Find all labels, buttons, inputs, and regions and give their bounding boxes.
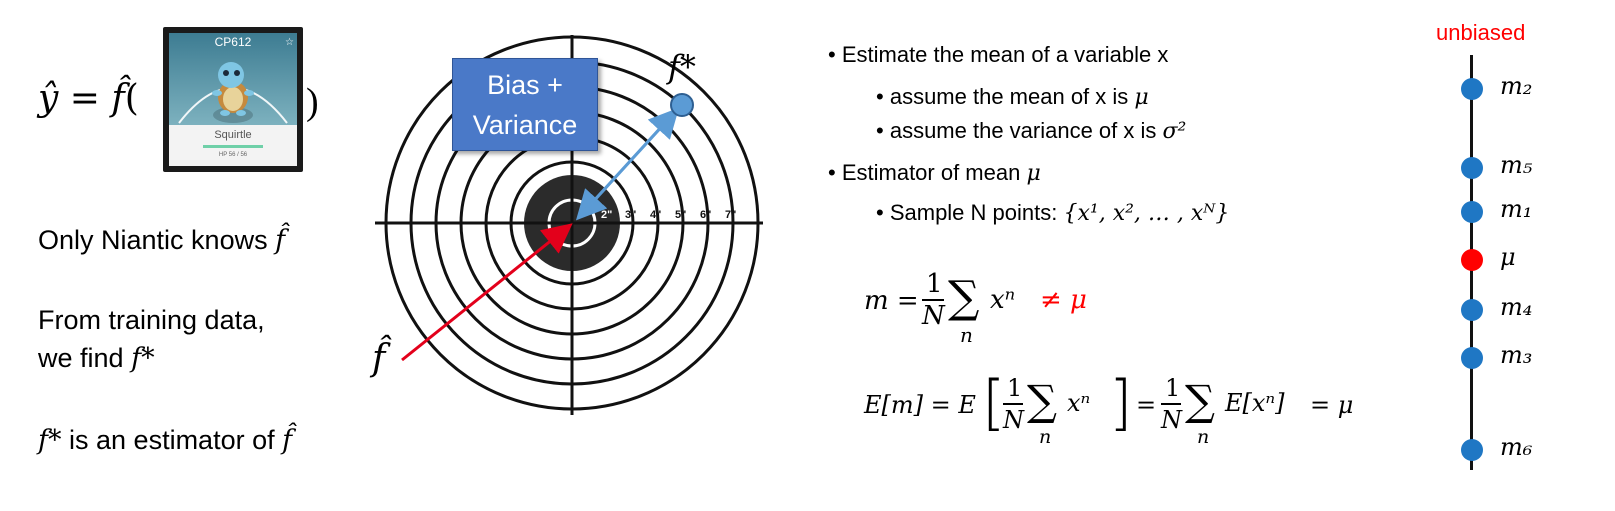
squirtle-icon: ☆ [178, 37, 294, 124]
training-fstar: f* [131, 343, 155, 374]
eq2-frac2-den: N [1161, 406, 1182, 434]
hp-bar [203, 145, 263, 148]
ring-label-4: 4" [650, 209, 661, 221]
fhat-to-center-arrow [401, 223, 573, 362]
eq2-frac2-num: 1 [1165, 374, 1181, 402]
number-line-dot-5 [1461, 299, 1483, 321]
eq2-frac-bar [1003, 403, 1023, 405]
bias-variance-box: Bias + Variance [452, 58, 598, 151]
svg-text:☆: ☆ [285, 37, 294, 48]
eq2-lhs: E[m] = E [864, 391, 976, 419]
estimator-fhat: f̂ [282, 425, 293, 456]
bullet-estimate-text: Estimate the mean of a variable x [841, 42, 1169, 67]
eq2-left-bracket: [ [982, 368, 1006, 438]
number-line-dot-2 [1461, 157, 1483, 179]
bullet-sample-points: • Sample N points: {x¹, x², … , xᴺ} [876, 200, 1230, 226]
yhat-formula: ŷ = f̂( [38, 78, 139, 119]
bias-label: Bias + [487, 70, 563, 100]
eq2-frac-num: 1 [1007, 374, 1023, 402]
squirtle-card-image: CP612 ☆ Squirtle HP 56 / 56 [163, 27, 303, 172]
fstar-point [670, 93, 694, 117]
equation-sample-mean: m = 1 N ∑ n xⁿ ≠ μ [864, 269, 1224, 355]
number-line-label-3: m₁ [1500, 195, 1533, 223]
estimator-text: is an estimator of [69, 425, 275, 455]
sample-points-text: Sample N points: [889, 200, 1058, 225]
bullet-assume-variance: • assume the variance of x is σ² [876, 118, 1187, 144]
niantic-text: Only Niantic knows [38, 225, 268, 255]
number-line-dot-1 [1461, 78, 1483, 100]
number-line-label-7: m₆ [1500, 433, 1533, 461]
eq2-mid-equals: = [1136, 391, 1157, 419]
bullet-estimate-mean: • Estimate the mean of a variable x [828, 42, 1169, 67]
eq2-sum-sub: n [1039, 426, 1052, 448]
close-paren: ) [306, 81, 319, 123]
niantic-line: Only Niantic knows f̂ [38, 225, 285, 256]
estimator-fstar: f* [38, 425, 62, 456]
estimator-line: f* is an estimator of f̂ [38, 425, 292, 456]
number-line-dot-3 [1461, 201, 1483, 223]
niantic-fhat: f̂ [275, 225, 286, 256]
eq1-frac-num: 1 [926, 269, 943, 299]
eq2-end: = μ [1310, 391, 1354, 419]
equation-expectation: E[m] = E [ 1 N ∑ n xⁿ ] = 1 N ∑ n E[xⁿ] … [864, 368, 1384, 462]
assume-mean-text: assume the mean of x is [889, 84, 1129, 109]
eq2-sum2: ∑ [1185, 376, 1215, 425]
fhat-label: f̂ [372, 338, 386, 379]
eq1-neq-mu: ≠ μ [1040, 285, 1087, 315]
eq1-lhs: m = [864, 286, 919, 316]
ring-label-7: 7" [725, 209, 736, 221]
eq2-right-bracket: ] [1109, 368, 1133, 438]
training-text: we find [38, 343, 124, 373]
pokemon-name: Squirtle [214, 129, 252, 141]
fstar-to-center-arrow [578, 107, 680, 218]
fstar-label: f* [668, 48, 696, 86]
number-line-label-6: m₃ [1500, 341, 1533, 369]
pokemon-hp: HP 56 / 56 [218, 152, 248, 158]
number-line-label-1: m₂ [1500, 72, 1533, 100]
equals-sign: = [69, 78, 100, 119]
eq1-term: xⁿ [990, 285, 1016, 315]
bullet-assume-mean: • assume the mean of x is μ [876, 84, 1149, 110]
estimator-mean-sym: μ [1026, 161, 1041, 186]
assume-variance-text: assume the variance of x is [889, 118, 1157, 143]
eq2-term: xⁿ [1067, 389, 1091, 417]
eq1-sum: ∑ [948, 272, 980, 323]
number-line-dot-6 [1461, 347, 1483, 369]
eq1-sum-sub: n [960, 323, 973, 347]
ring-label-5: 5" [675, 209, 686, 221]
eq2-term2: E[xⁿ] [1225, 389, 1285, 417]
assume-variance-sym: σ² [1162, 119, 1187, 144]
pokemon-cp: CP612 [214, 35, 252, 49]
ring-label-3: 3" [625, 209, 636, 221]
eq2-sum2-sub: n [1197, 426, 1210, 448]
assume-mean-sym: μ [1134, 85, 1149, 110]
eq1-frac-den: N [922, 301, 945, 331]
bullet-estimator-of-mean: • Estimator of mean μ [828, 160, 1041, 186]
yhat-symbol: ŷ [38, 78, 59, 119]
unbiased-title: unbiased [1436, 20, 1526, 45]
number-line-dot-7 [1461, 439, 1483, 461]
eq1-frac-bar [922, 299, 944, 301]
number-line-label-4: μ [1500, 243, 1516, 271]
sample-points-set: {x¹, x², … , xᴺ} [1063, 201, 1230, 226]
training-line-2: we find f* [38, 343, 155, 374]
fhat-symbol: f̂ [111, 78, 125, 119]
eq2-frac2-bar [1161, 403, 1181, 405]
estimator-mean-text: Estimator of mean [841, 160, 1021, 185]
variance-label: Variance [472, 110, 578, 140]
eq2-frac-den: N [1003, 406, 1024, 434]
training-line-1: From training data, [38, 305, 265, 335]
eq2-sum: ∑ [1027, 376, 1057, 425]
ring-label-6: 6" [700, 209, 711, 221]
number-line-dot-4 [1461, 249, 1483, 271]
number-line-label-2: m₅ [1500, 151, 1533, 179]
open-paren: ( [124, 78, 139, 119]
number-line-label-5: m₄ [1500, 293, 1533, 321]
ring-label-2: 2" [601, 209, 612, 221]
